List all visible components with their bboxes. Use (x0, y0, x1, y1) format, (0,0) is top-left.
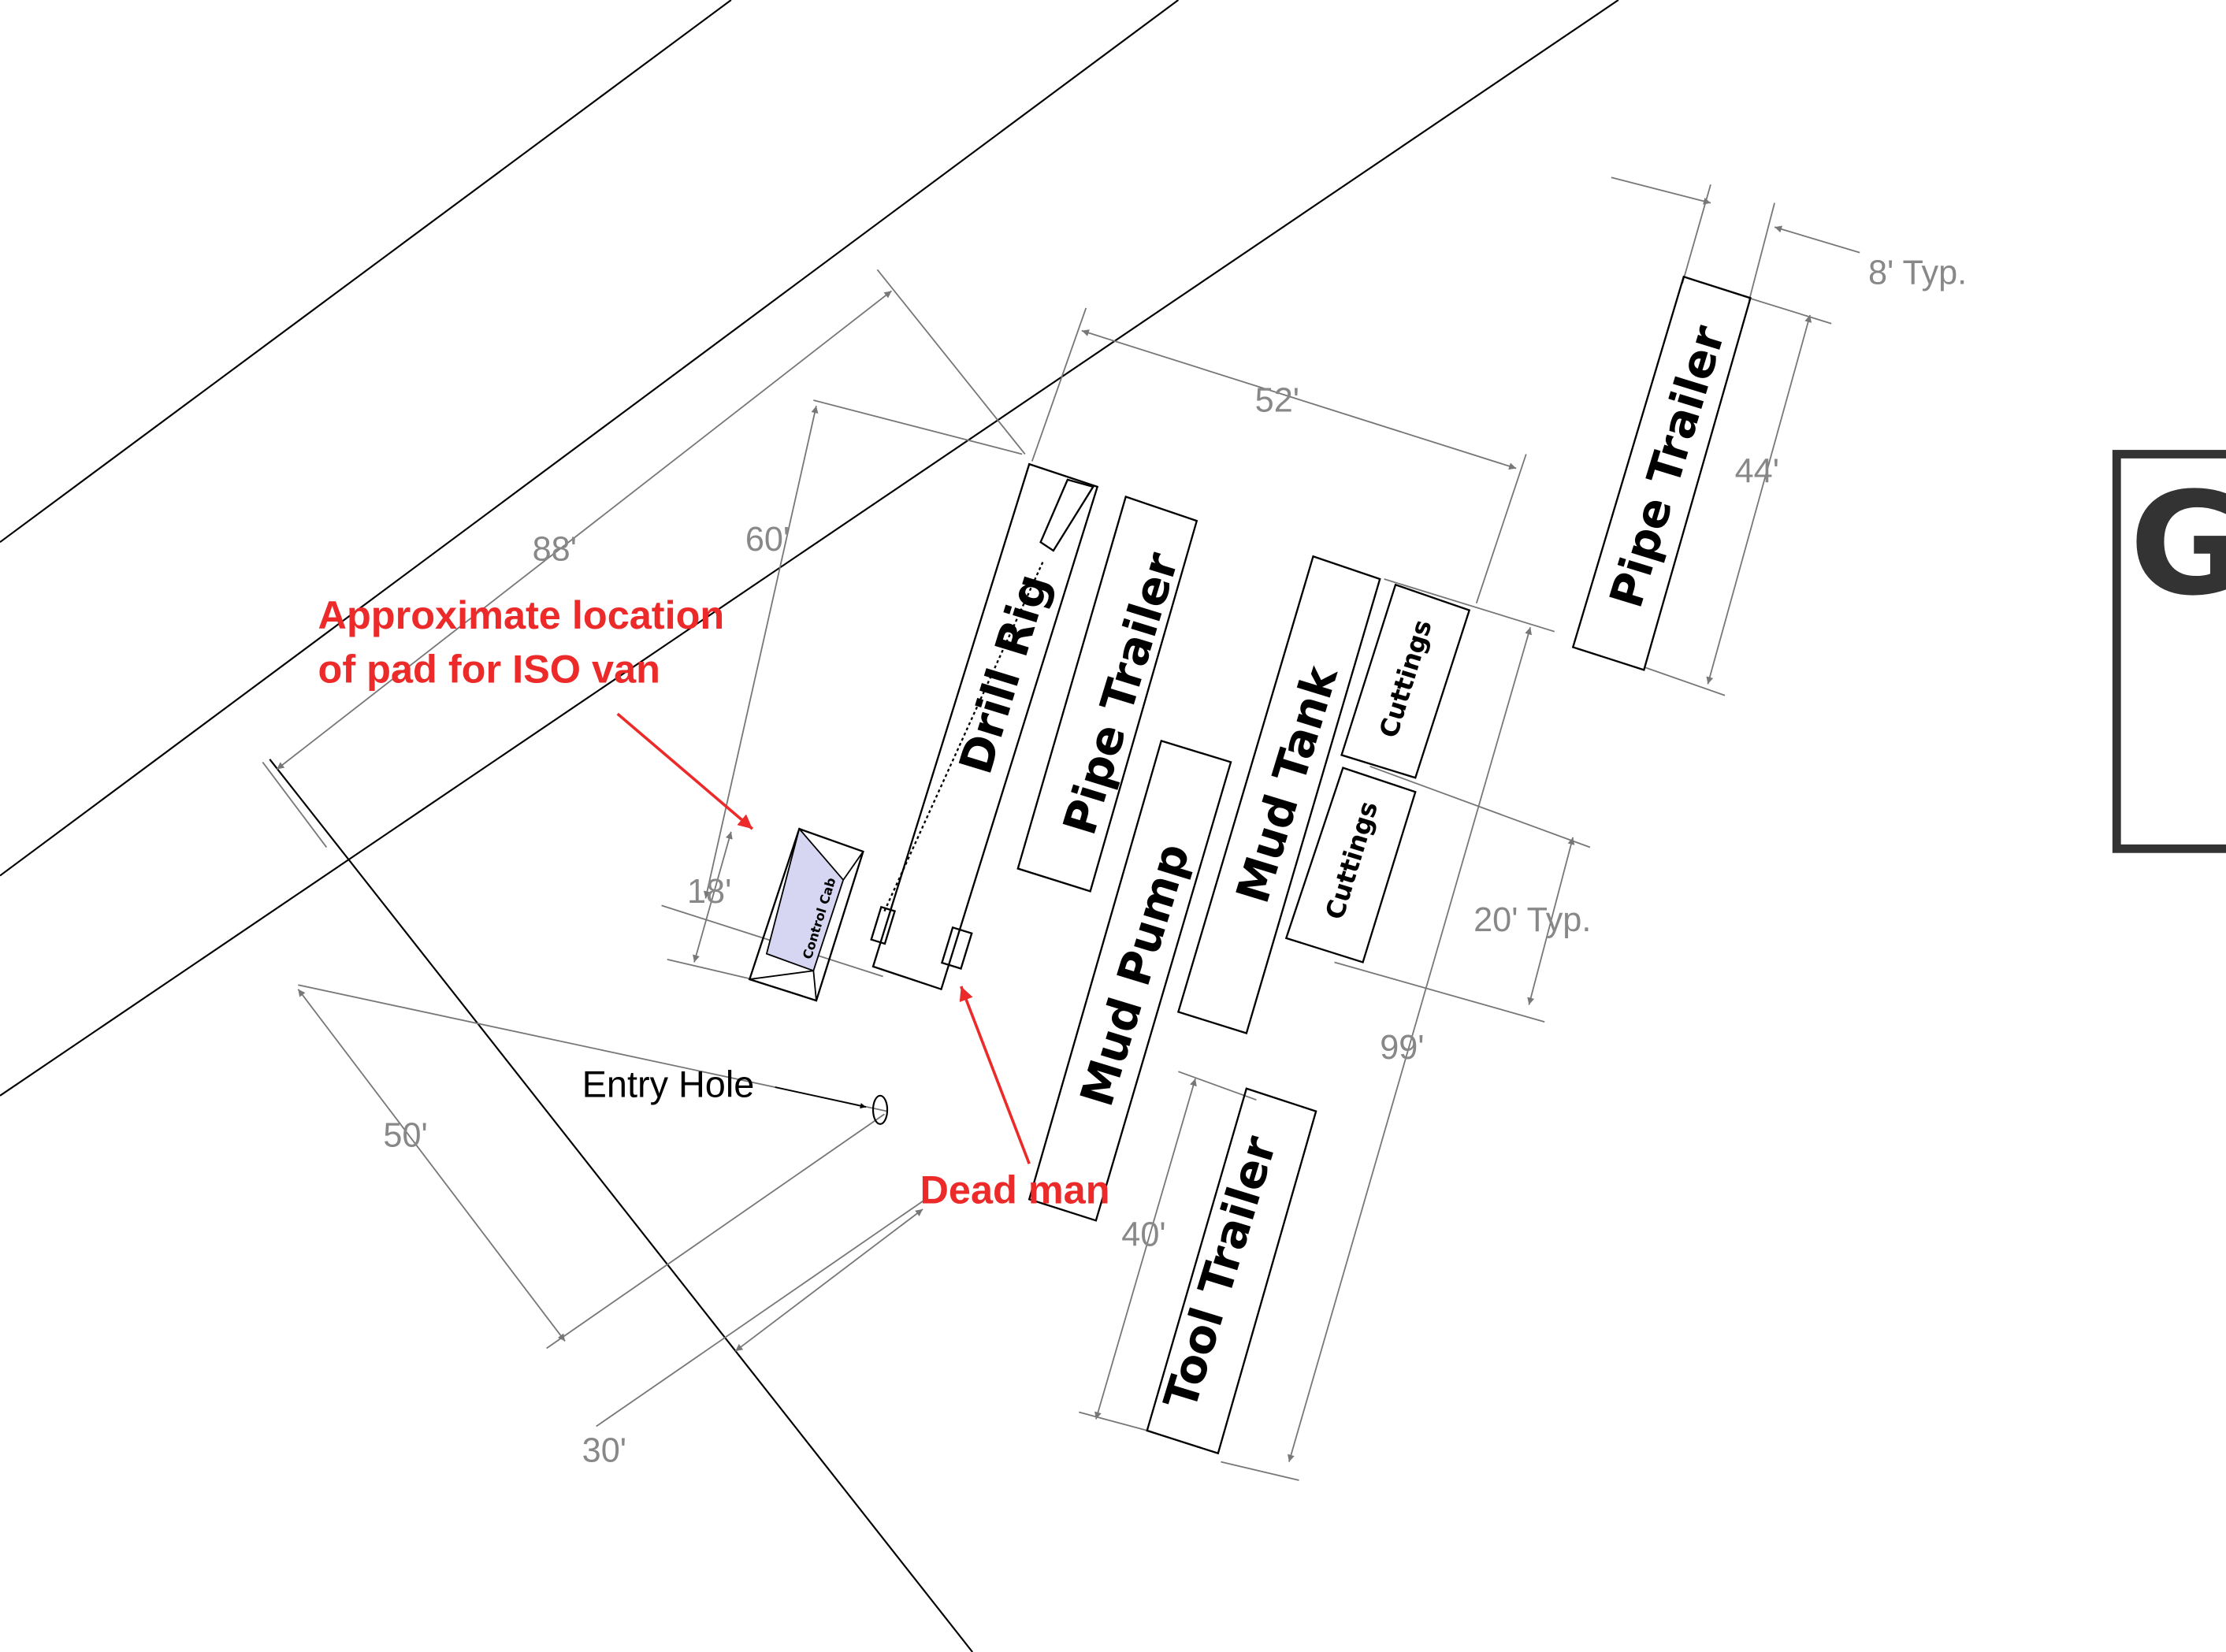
entry-hole: Entry Hole (582, 1064, 889, 1125)
dim-60: 60' (745, 521, 790, 559)
rig-end-block (870, 905, 897, 945)
equipment-outlines (870, 275, 1752, 1455)
iso-van-note-line2: of pad for ISO van (318, 647, 660, 692)
cuttings-2-label: Cuttings (1320, 798, 1384, 923)
mud-tank-label: Mud Tank (1225, 659, 1348, 909)
pipe-trailer-2-outline (1571, 275, 1752, 671)
dead-man-arrow (959, 986, 1031, 1164)
title-block-letter: G (2129, 462, 2226, 627)
dim-52: 52' (1255, 381, 1299, 419)
mud-pump-outline (1028, 739, 1232, 1222)
iso-van-arrow (616, 712, 754, 830)
dead-man-marker (940, 926, 973, 970)
dead-man-note: Dead man (920, 1168, 1109, 1212)
cuttings-2-outline (1284, 767, 1417, 963)
pipe-trailer-2-label: Pipe Trailer (1599, 319, 1735, 614)
dimension-labels: 88' 60' 18' 52' 8' Typ. 44' 20' Typ. 99'… (383, 254, 1967, 1469)
dim-44: 44' (1735, 453, 1779, 491)
dim-20-typ: 20' Typ. (1473, 901, 1591, 939)
annotations: Approximate location of pad for ISO van … (318, 592, 1110, 1212)
pipe-trailer-1-outline (1016, 496, 1198, 893)
dim-50: 50' (383, 1117, 427, 1155)
tool-trailer-outline (1146, 1087, 1317, 1455)
control-cab: Control Cab (748, 827, 864, 1002)
dim-18: 18' (687, 873, 731, 911)
cuttings-1-label: Cuttings (1373, 616, 1438, 741)
rig-mast-outline (1039, 478, 1095, 552)
drill-rig-outline (871, 462, 1099, 991)
mud-tank-outline (1176, 555, 1381, 1034)
dim-88: 88' (533, 531, 577, 569)
dim-40: 40' (1121, 1216, 1165, 1254)
tool-trailer-label: Tool Trailer (1153, 1130, 1287, 1416)
title-block: G (2112, 450, 2226, 853)
pipe-trailer-1-label: Pipe Trailer (1053, 546, 1189, 841)
dim-99: 99' (1380, 1029, 1424, 1067)
iso-van-note-line1: Approximate location (318, 592, 725, 637)
entry-hole-label: Entry Hole (582, 1064, 755, 1105)
dim-8-typ: 8' Typ. (1868, 254, 1967, 291)
dim-30: 30' (582, 1432, 626, 1470)
mud-pump-label: Mud Pump (1069, 837, 1200, 1112)
dimension-lines (262, 176, 1860, 1481)
cuttings-1-outline (1340, 583, 1471, 779)
drill-rig-label: Drill Rig (949, 568, 1060, 780)
